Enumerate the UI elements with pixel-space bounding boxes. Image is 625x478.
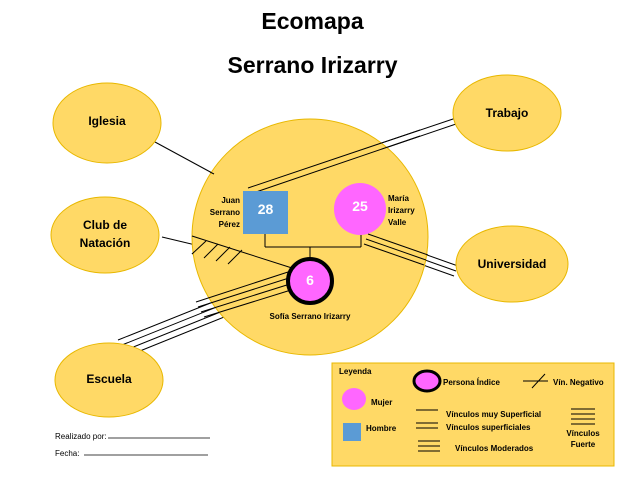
legend-very-superficial-label: Vínculos muy Superficial	[446, 410, 542, 419]
date-label: Fecha:	[55, 449, 80, 458]
label-escuela: Escuela	[86, 372, 132, 386]
legend-box	[331, 362, 615, 467]
legend-index-label: Persona Índice	[443, 378, 500, 387]
system-iglesia	[52, 82, 162, 164]
legend-superficial-label: Vínculos superficiales	[446, 423, 531, 432]
legend-line-samples	[416, 373, 595, 452]
father-square	[243, 191, 288, 234]
legend-moderate-label: Vínculos Moderados	[455, 444, 534, 453]
mother-age: 25	[352, 198, 368, 214]
legend-index-icon	[412, 369, 442, 393]
legend-male-label: Hombre	[366, 424, 397, 433]
legend-female-label: Mujer	[371, 398, 393, 407]
link-iglesia	[154, 141, 215, 175]
legend-male-icon	[343, 423, 361, 441]
child-age: 6	[306, 272, 314, 288]
system-trabajo	[452, 74, 562, 152]
label-natacion: Club de Natación	[79, 218, 131, 250]
mother-name: María Irizarry Valle	[388, 194, 415, 227]
father-name: Juan Serrano Pérez	[209, 196, 240, 229]
legend-strong-label: Vínculos Fuerte	[566, 429, 600, 449]
label-trabajo: Trabajo	[485, 106, 529, 120]
father-age: 28	[257, 201, 274, 217]
made-by-label: Realizado por:	[55, 432, 107, 441]
system-universidad	[455, 225, 569, 303]
mother-circle	[334, 183, 386, 235]
family-name-title: Serrano Irizarry	[227, 52, 398, 78]
child-circle	[286, 257, 334, 305]
child-name: Sofía Serrano Irizarry	[269, 312, 351, 321]
system-escuela	[54, 342, 164, 418]
system-natacion	[50, 196, 160, 274]
legend-female-icon	[342, 388, 366, 410]
legend-title: Leyenda	[339, 367, 372, 376]
label-iglesia: Iglesia	[88, 114, 126, 128]
legend-negative-label: Vín. Negativo	[553, 378, 604, 387]
label-universidad: Universidad	[477, 257, 547, 271]
diagram-title: Ecomapa	[261, 8, 364, 34]
